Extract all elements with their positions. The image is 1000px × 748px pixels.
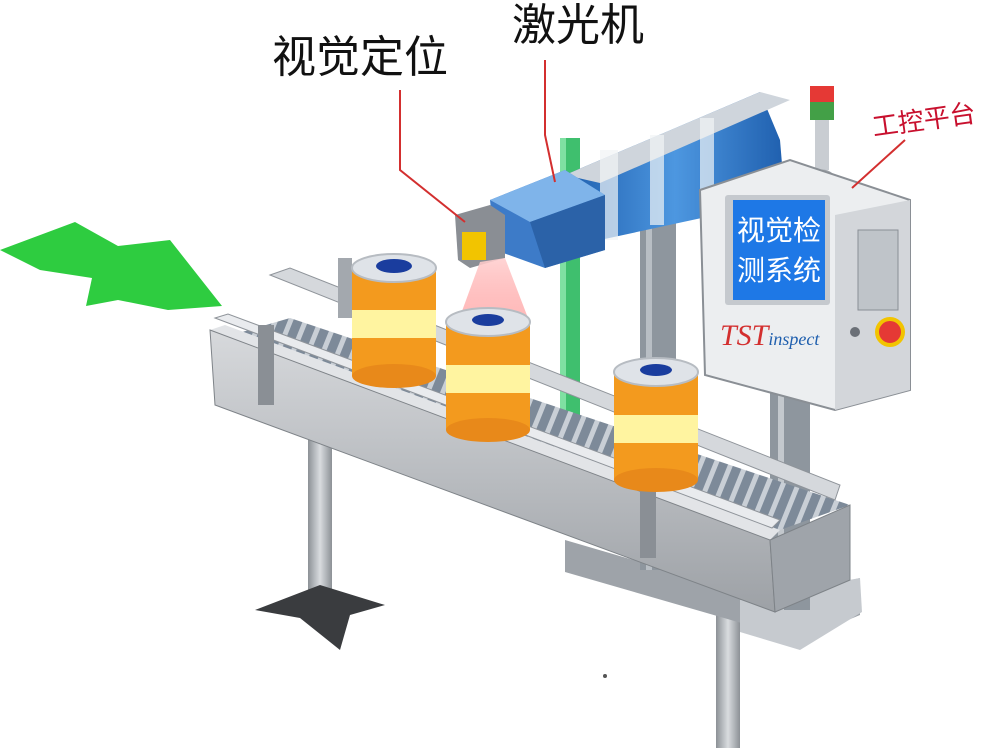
product-can-2: [445, 307, 531, 442]
label-laser-machine: 激光机: [512, 0, 644, 51]
leg-foot-left: [255, 585, 385, 650]
control-screen: [733, 200, 825, 300]
screen-text-line2: 测系统: [737, 254, 821, 287]
laser-beam: [458, 258, 528, 322]
brand-logo-tst: TST: [720, 319, 771, 352]
brand-logo: TSTinspect: [720, 319, 820, 352]
callout-line-control-platform: [851, 139, 906, 189]
callout-line-visual-positioning: [399, 90, 466, 223]
label-visual-positioning: 视觉定位: [272, 32, 448, 83]
screen-text-line1: 视觉检: [737, 214, 821, 247]
conveyor-leg-left: [308, 430, 332, 608]
callout-line-laser-machine: [544, 60, 556, 183]
product-can-3: [613, 357, 699, 492]
emergency-stop-knob: [875, 317, 905, 347]
flow-direction-arrow: [0, 222, 222, 310]
product-can-1: [351, 253, 437, 388]
brand-logo-inspect: inspect: [768, 329, 820, 349]
camera-lens: [462, 232, 486, 260]
control-cabinet: 视觉检 测系统 TSTinspect: [698, 158, 911, 412]
